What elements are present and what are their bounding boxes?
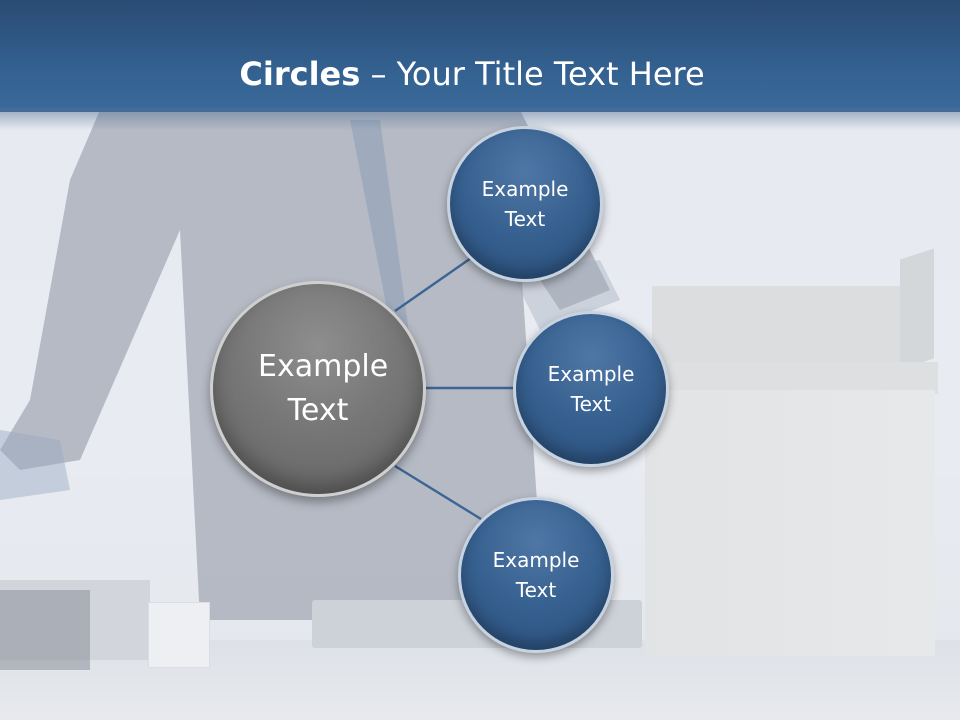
node-circle-1-label: Example Text <box>481 177 569 231</box>
center-circle-label: Example Text <box>258 349 389 428</box>
connector-line-3 <box>394 464 482 521</box>
slide-title[interactable]: Circles – Your Title Text Here <box>0 54 944 94</box>
center-circle[interactable]: Example Text <box>210 281 426 497</box>
background-box-rim <box>650 362 938 394</box>
background-box <box>645 390 935 656</box>
node-circle-2-label: Example Text <box>547 362 635 416</box>
slide-title-bold: Circles <box>239 55 361 93</box>
title-band-fade <box>0 108 960 130</box>
title-band <box>0 0 960 112</box>
node-circle-3-label: Example Text <box>492 548 580 602</box>
background-pen-cup <box>0 590 90 670</box>
node-circle-1[interactable]: Example Text <box>447 126 603 282</box>
slide-title-rest: – Your Title Text Here <box>360 55 705 93</box>
node-circle-3[interactable]: Example Text <box>458 497 614 653</box>
background-box-back <box>652 286 900 376</box>
node-circle-2[interactable]: Example Text <box>513 311 669 467</box>
background-phone <box>148 602 210 668</box>
connector-line-1 <box>394 255 475 312</box>
